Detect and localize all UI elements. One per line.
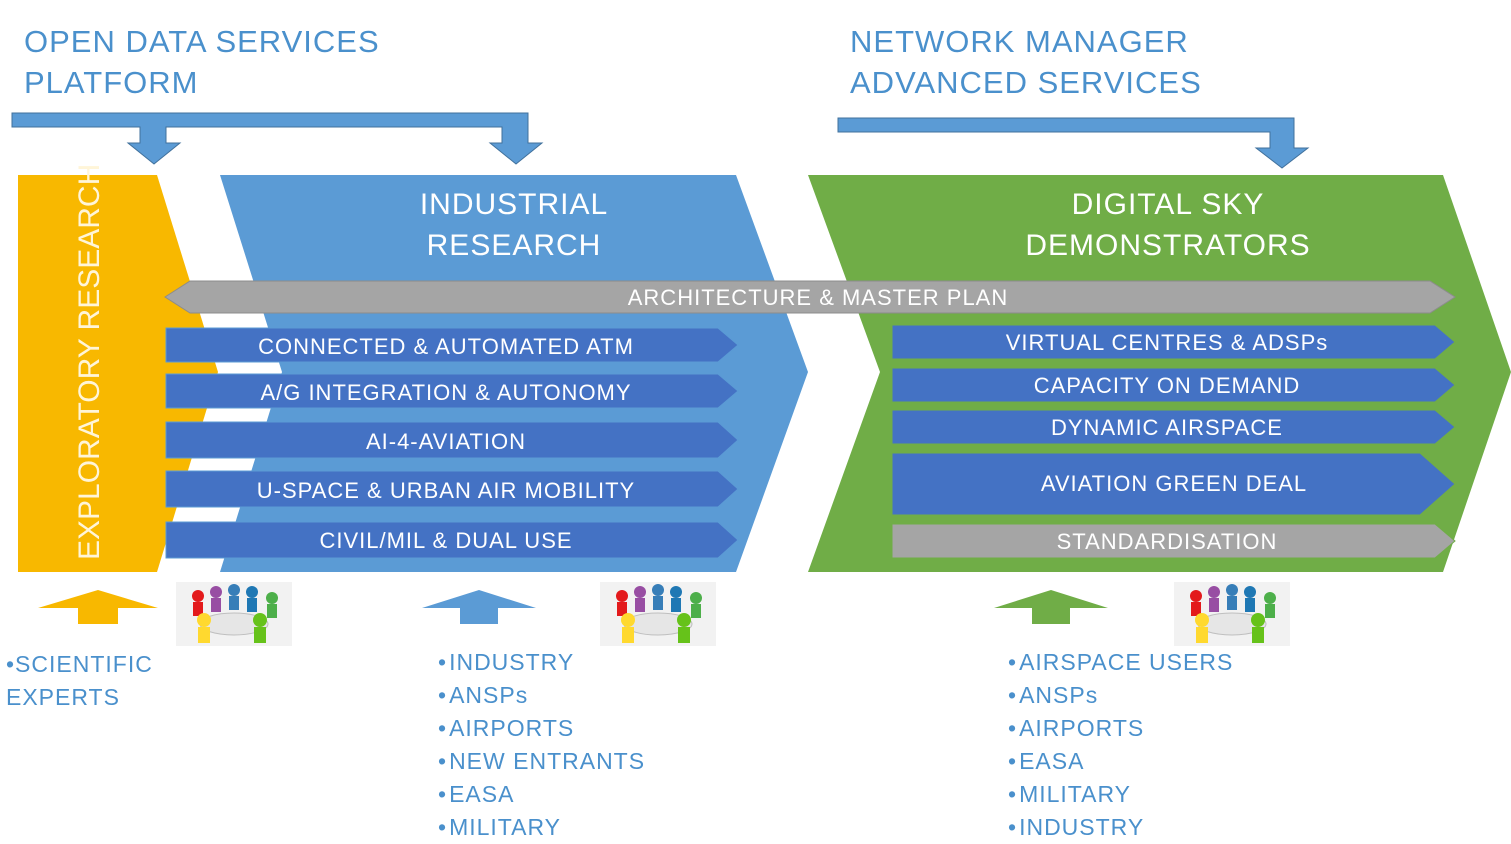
open-data-header: OPEN DATA SERVICES PLATFORM <box>24 24 380 100</box>
stakeholder-item: NEW ENTRANTS <box>438 745 645 778</box>
open-data-connector <box>11 112 544 165</box>
industrial-bar-label: CIVIL/MIL & DUAL USE <box>319 528 572 553</box>
industrial-bar-label: AI-4-AVIATION <box>366 429 526 454</box>
digital-sky-stakeholders: AIRSPACE USERS ANSPs AIRPORTS EASA MILIT… <box>1008 646 1233 844</box>
digital-sky-bar: CAPACITY ON DEMAND <box>891 367 1456 403</box>
exploratory-up-arrow <box>38 590 158 624</box>
industrial-bar: AI-4-AVIATION <box>165 421 739 459</box>
stakeholder-item: AIRPORTS <box>1008 712 1233 745</box>
stakeholder-item: AIRPORTS <box>438 712 645 745</box>
meeting-group-icon <box>1174 582 1290 646</box>
digital-sky-title-line2: DEMONSTRATORS <box>1025 229 1310 262</box>
stakeholder-item: INDUSTRY <box>438 646 645 679</box>
meeting-group-icon <box>176 582 292 646</box>
digital-sky-bar-label: DYNAMIC AIRSPACE <box>1051 415 1283 440</box>
exploratory-stakeholders: •SCIENTIFIC EXPERTS <box>6 651 153 710</box>
industrial-title-line1: INDUSTRIAL <box>420 188 608 221</box>
industrial-up-arrow <box>422 590 536 624</box>
exploratory-label: EXPLORATORY RESEARCH <box>73 163 106 560</box>
digital-sky-bar-label: AVIATION GREEN DEAL <box>1041 471 1307 496</box>
stakeholder-item: MILITARY <box>1008 778 1233 811</box>
digital-sky-up-arrow <box>994 590 1108 624</box>
industrial-bar-label: U-SPACE & URBAN AIR MOBILITY <box>257 478 635 503</box>
industrial-bar: A/G INTEGRATION & AUTONOMY <box>165 373 739 409</box>
digital-sky-bar: AVIATION GREEN DEAL <box>891 452 1456 516</box>
network-manager-header: NETWORK MANAGER ADVANCED SERVICES <box>850 24 1202 100</box>
stakeholder-item: AIRSPACE USERS <box>1008 646 1233 679</box>
meeting-group-icon <box>600 582 716 646</box>
stakeholder-item: ANSPs <box>438 679 645 712</box>
industrial-title-line2: RESEARCH <box>427 229 602 262</box>
digital-sky-bar-label: CAPACITY ON DEMAND <box>1034 373 1301 398</box>
stakeholder-item: EASA <box>1008 745 1233 778</box>
stakeholder-item: ANSPs <box>1008 679 1233 712</box>
architecture-bar <box>164 280 1456 314</box>
industrial-bar: CIVIL/MIL & DUAL USE <box>165 521 739 559</box>
industrial-stakeholders: INDUSTRY ANSPs AIRPORTS NEW ENTRANTS EAS… <box>438 646 645 844</box>
digital-sky-bar-label: STANDARDISATION <box>1057 529 1278 554</box>
digital-sky-bar: VIRTUAL CENTRES & ADSPs <box>891 324 1456 360</box>
stakeholder-item: EASA <box>438 778 645 811</box>
industrial-bar-label: CONNECTED & AUTOMATED ATM <box>258 334 634 359</box>
digital-sky-title-line1: DIGITAL SKY <box>1072 188 1265 221</box>
industrial-bar: U-SPACE & URBAN AIR MOBILITY <box>165 470 739 508</box>
digital-sky-bar-label: VIRTUAL CENTRES & ADSPs <box>1006 330 1329 355</box>
stakeholder-item: MILITARY <box>438 811 645 844</box>
stakeholder-item: INDUSTRY <box>1008 811 1233 844</box>
digital-sky-bar: DYNAMIC AIRSPACE <box>891 409 1456 445</box>
architecture-label: ARCHITECTURE & MASTER PLAN <box>628 285 1009 310</box>
industrial-bar-label: A/G INTEGRATION & AUTONOMY <box>260 380 631 405</box>
digital-sky-bar-standardisation: STANDARDISATION <box>891 523 1456 559</box>
industrial-bar: CONNECTED & AUTOMATED ATM <box>165 327 739 363</box>
network-manager-connector <box>837 117 1310 169</box>
